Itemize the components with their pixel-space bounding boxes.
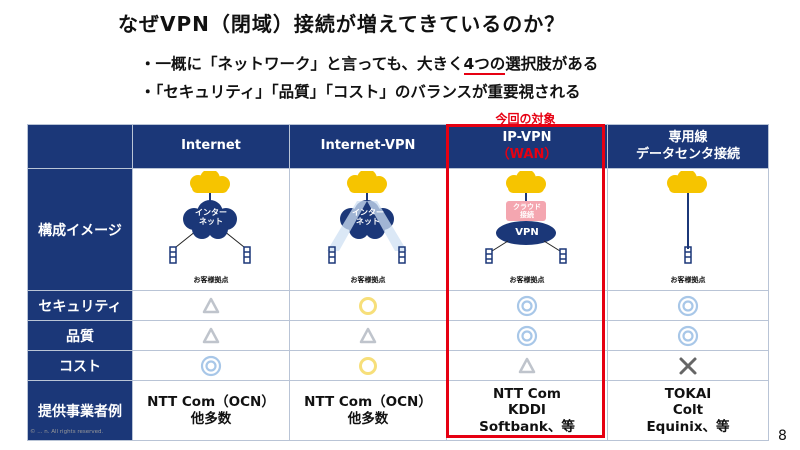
circle-icon	[358, 356, 378, 376]
row-label-cost: コスト	[27, 350, 133, 381]
dedicated-diagram-icon	[667, 170, 707, 264]
header-row: Internet Internet-VPN IP-VPN（WAN） 専用線データ…	[27, 124, 769, 169]
providers-internet-vpn-line2: 他多数	[347, 410, 389, 427]
col-header-internet: Internet	[132, 124, 290, 169]
target-label: 今回の対象	[495, 112, 556, 126]
security-internet	[132, 290, 290, 321]
vpn-label: VPN	[515, 226, 539, 238]
providers-ip-vpn-line2: KDDI	[508, 402, 546, 419]
clouds-connect-label: クラウド 接続	[447, 203, 607, 220]
internet-vpn-cloud-line1: インター	[352, 207, 384, 217]
cost-dedicated	[607, 350, 769, 381]
quality-ip-vpn	[446, 320, 608, 351]
quality-row: 品質	[27, 320, 769, 351]
providers-dedicated-line2: Colt	[672, 402, 704, 419]
col-header-internet-text: Internet	[181, 138, 241, 154]
quality-internet	[132, 320, 290, 351]
col-header-internet-vpn: Internet-VPN	[289, 124, 447, 169]
bullet-1: ・一概に「ネットワーク」と言っても、大きく4つの選択肢がある	[140, 52, 599, 75]
double-circle-icon	[516, 325, 538, 347]
quality-internet-vpn	[289, 320, 447, 351]
site-label-internet: お客様拠点	[193, 275, 229, 284]
providers-ip-vpn-line3: Softbank、等	[479, 418, 575, 435]
security-ip-vpn	[446, 290, 608, 321]
cost-row: コスト	[27, 350, 769, 381]
double-circle-icon	[516, 295, 538, 317]
circle-icon	[358, 296, 378, 316]
row-label-quality: 品質	[27, 320, 133, 351]
providers-dedicated-line3: Equinix、等	[646, 418, 730, 435]
security-dedicated	[607, 290, 769, 321]
diagram-internet-vpn: インター ネット お客様拠点	[289, 168, 447, 291]
security-row: セキュリティ	[27, 290, 769, 321]
internet-cloud-line1: インター	[195, 207, 227, 217]
cost-ip-vpn	[446, 350, 608, 381]
providers-internet-line1: NTT Com（OCN）	[147, 394, 275, 411]
providers-ip-vpn: NTT Com KDDI Softbank、等	[446, 380, 608, 441]
col-header-dedicated: 専用線データセンタ接続	[607, 124, 769, 169]
providers-dedicated: TOKAI Colt Equinix、等	[607, 380, 769, 441]
internet-cloud-line2: ネット	[199, 217, 223, 227]
slide-title: なぜVPN（閉域）接続が増えてきているのか？	[118, 12, 566, 36]
footer-copyright: © ... n. All rights reserved.	[30, 429, 104, 435]
site-label-dedicated: お客様拠点	[670, 275, 706, 284]
bullet-1-highlight: 4つの	[463, 55, 506, 75]
bullet-2-text: ・「セキュリティ」「品質」「コスト」のバランスが重要視される	[140, 83, 581, 101]
double-circle-icon	[677, 295, 699, 317]
bullet-2: ・「セキュリティ」「品質」「コスト」のバランスが重要視される	[140, 80, 581, 102]
bullet-1-after: 選択肢がある	[505, 55, 599, 73]
triangle-icon	[518, 357, 536, 375]
triangle-icon	[359, 327, 377, 345]
row-label-security: セキュリティ	[27, 290, 133, 321]
col-header-ip-vpn-line2: （WAN）	[496, 146, 558, 162]
ip-vpn-diagram-icon	[485, 170, 567, 264]
col-header-dedicated-line2: データセンタ接続	[635, 146, 740, 162]
providers-row: 提供事業者例 NTT Com（OCN） 他多数 NTT Com（OCN） 他多数…	[27, 380, 769, 441]
image-row: 構成イメージ インター ネット お客様拠点	[27, 168, 769, 291]
cost-internet-vpn	[289, 350, 447, 381]
double-circle-icon	[200, 355, 222, 377]
providers-dedicated-line1: TOKAI	[664, 386, 712, 403]
cost-internet	[132, 350, 290, 381]
double-circle-icon	[677, 325, 699, 347]
diagram-ip-vpn: クラウド 接続 VPN お客様拠点	[446, 168, 608, 291]
site-label-ip-vpn: お客様拠点	[509, 275, 545, 284]
clouds-connect-line2: 接続	[520, 210, 534, 219]
internet-vpn-cloud-label: インター ネット	[290, 208, 446, 227]
row-label-image: 構成イメージ	[27, 168, 133, 291]
page-number: 8	[778, 428, 787, 444]
site-label-internet-vpn: お客様拠点	[350, 275, 386, 284]
providers-internet: NTT Com（OCN） 他多数	[132, 380, 290, 441]
col-header-internet-vpn-text: Internet-VPN	[320, 138, 416, 154]
bullet-1-before: ・一概に「ネットワーク」と言っても、大きく	[140, 55, 464, 73]
internet-diagram-icon	[169, 170, 251, 264]
providers-internet-vpn-line1: NTT Com（OCN）	[304, 394, 432, 411]
clouds-connect-line1: クラウド	[513, 202, 541, 211]
col-header-ip-vpn: IP-VPN（WAN）	[446, 124, 608, 169]
providers-internet-line2: 他多数	[190, 410, 232, 427]
internet-vpn-cloud-line2: ネット	[356, 217, 380, 227]
providers-ip-vpn-line1: NTT Com	[493, 386, 561, 403]
internet-vpn-diagram-icon	[327, 170, 407, 264]
comparison-table: Internet Internet-VPN IP-VPN（WAN） 専用線データ…	[27, 124, 769, 441]
row-label-providers: 提供事業者例	[27, 380, 133, 441]
diagram-internet: インター ネット お客様拠点	[132, 168, 290, 291]
triangle-icon	[202, 327, 220, 345]
cross-icon	[678, 356, 698, 376]
providers-internet-vpn: NTT Com（OCN） 他多数	[289, 380, 447, 441]
col-header-dedicated-line1: 専用線	[668, 130, 708, 146]
diagram-dedicated: お客様拠点	[607, 168, 769, 291]
corner-cell	[27, 124, 133, 169]
triangle-icon	[202, 297, 220, 315]
col-header-ip-vpn-line1: IP-VPN	[502, 130, 552, 146]
internet-cloud-label: インター ネット	[133, 208, 289, 227]
quality-dedicated	[607, 320, 769, 351]
security-internet-vpn	[289, 290, 447, 321]
